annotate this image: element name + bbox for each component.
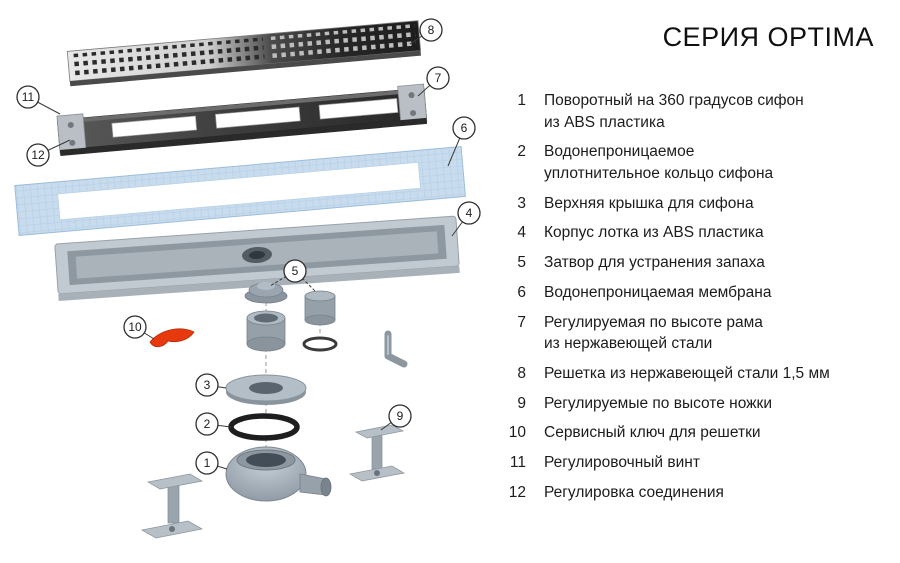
series-title: СЕРИЯ OPTIMA [662, 22, 874, 52]
svg-text:6: 6 [461, 121, 468, 135]
legend-item-text: Сервисный ключ для решетки [544, 424, 761, 442]
legend-item-number: 4 [517, 224, 526, 242]
svg-text:5: 5 [292, 264, 299, 278]
odor-trap-cap [244, 282, 288, 304]
callout-4: 4 [451, 201, 481, 237]
foot-right [348, 424, 406, 482]
legend-item-1: 1 Поворотный на 360 градусов сифон из AB… [506, 90, 892, 133]
frame [56, 83, 428, 156]
callout-8: 8 [409, 18, 443, 45]
legend-item-text: Затвор для устранения запаха [544, 254, 765, 272]
legend-item-4: 4 Корпус лотка из ABS пластика [506, 222, 892, 244]
allen-key [384, 330, 408, 368]
legend-item-number: 11 [509, 453, 526, 471]
legend-item-number: 2 [517, 143, 526, 161]
odor-trap-cup [246, 310, 286, 352]
legend-item-2: 2 Водонепроницаемое уплотнительное кольц… [506, 141, 892, 184]
legend-item-text: Корпус лотка из ABS пластика [544, 224, 764, 242]
legend-item-number: 5 [517, 254, 526, 272]
siphon-body [225, 446, 332, 502]
exploded-view-diagram: 8 7 11 12 6 4 [14, 18, 481, 539]
service-key [149, 328, 195, 348]
svg-text:9: 9 [397, 409, 404, 423]
grate [66, 20, 421, 87]
callout-11: 11 [16, 85, 61, 115]
odor-trap-cylinder [304, 290, 336, 326]
siphon-cover [225, 374, 307, 405]
legend-item-number: 9 [517, 394, 526, 412]
legend-item-text: Водонепроницаемое уплотнительное кольцо … [544, 143, 774, 183]
parts-legend: 1 Поворотный на 360 градусов сифон из AB… [506, 90, 892, 511]
legend-item-3: 3 Верхняя крышка для сифона [506, 193, 892, 215]
legend-item-number: 10 [508, 424, 526, 442]
legend-item-text: Водонепроницаемая мембрана [544, 283, 772, 301]
callout-2: 2 [195, 412, 232, 436]
legend-item-5: 5 Затвор для устранения запаха [506, 252, 892, 274]
legend-item-number: 7 [517, 313, 526, 331]
legend-item-number: 3 [517, 194, 526, 212]
callout-5: 5 [269, 259, 317, 293]
legend-item-8: 8 Решетка из нержавеющей стали 1,5 мм [506, 363, 892, 385]
callout-12: 12 [26, 139, 71, 167]
legend-item-number: 8 [517, 364, 526, 382]
legend-item-7: 7 Регулируемая по высоте рама из нержаве… [506, 312, 892, 355]
sealing-o-ring [228, 413, 300, 441]
legend-item-text: Регулировка соединения [544, 483, 724, 501]
svg-text:3: 3 [204, 378, 211, 392]
adjust-screw-right [408, 92, 415, 99]
small-seal-ring [302, 336, 338, 352]
legend-item-text: Решетка из нержавеющей стали 1,5 мм [544, 364, 830, 382]
svg-text:4: 4 [466, 206, 473, 220]
legend-item-9: 9 Регулируемые по высоте ножки [506, 393, 892, 415]
callout-10: 10 [123, 315, 155, 340]
legend-item-6: 6 Водонепроницаемая мембрана [506, 282, 892, 304]
svg-text:2: 2 [204, 417, 211, 431]
legend-item-text: Регулируемая по высоте рама из нержавеющ… [544, 313, 763, 353]
legend-item-text: Поворотный на 360 градусов сифон из ABS … [544, 92, 804, 131]
svg-text:10: 10 [128, 320, 142, 334]
connection-screw-left [69, 139, 76, 146]
callout-6: 6 [447, 116, 476, 167]
svg-text:11: 11 [22, 90, 35, 104]
callout-9: 9 [380, 404, 412, 431]
svg-text:8: 8 [428, 23, 435, 37]
callout-3: 3 [195, 373, 227, 397]
legend-item-text: Регулируемые по высоте ножки [544, 394, 772, 412]
foot-left [140, 473, 204, 539]
svg-text:12: 12 [31, 148, 45, 162]
legend-item-number: 6 [517, 283, 526, 301]
legend-item-12: 12 Регулировка соединения [506, 482, 892, 504]
legend-item-number: 1 [517, 92, 526, 109]
svg-text:1: 1 [204, 456, 211, 470]
adjust-screw-left [67, 121, 74, 128]
legend-item-number: 12 [508, 483, 526, 501]
membrane [14, 146, 466, 236]
legend-item-text: Регулировочный винт [544, 453, 700, 471]
legend-item-11: 11 Регулировочный винт [506, 452, 892, 474]
legend-item-text: Верхняя крышка для сифона [544, 194, 754, 212]
legend-item-10: 10 Сервисный ключ для решетки [506, 422, 892, 444]
callout-1: 1 [195, 451, 228, 475]
svg-text:7: 7 [435, 71, 442, 85]
connection-screw-right [410, 110, 417, 117]
callout-7: 7 [417, 66, 450, 97]
